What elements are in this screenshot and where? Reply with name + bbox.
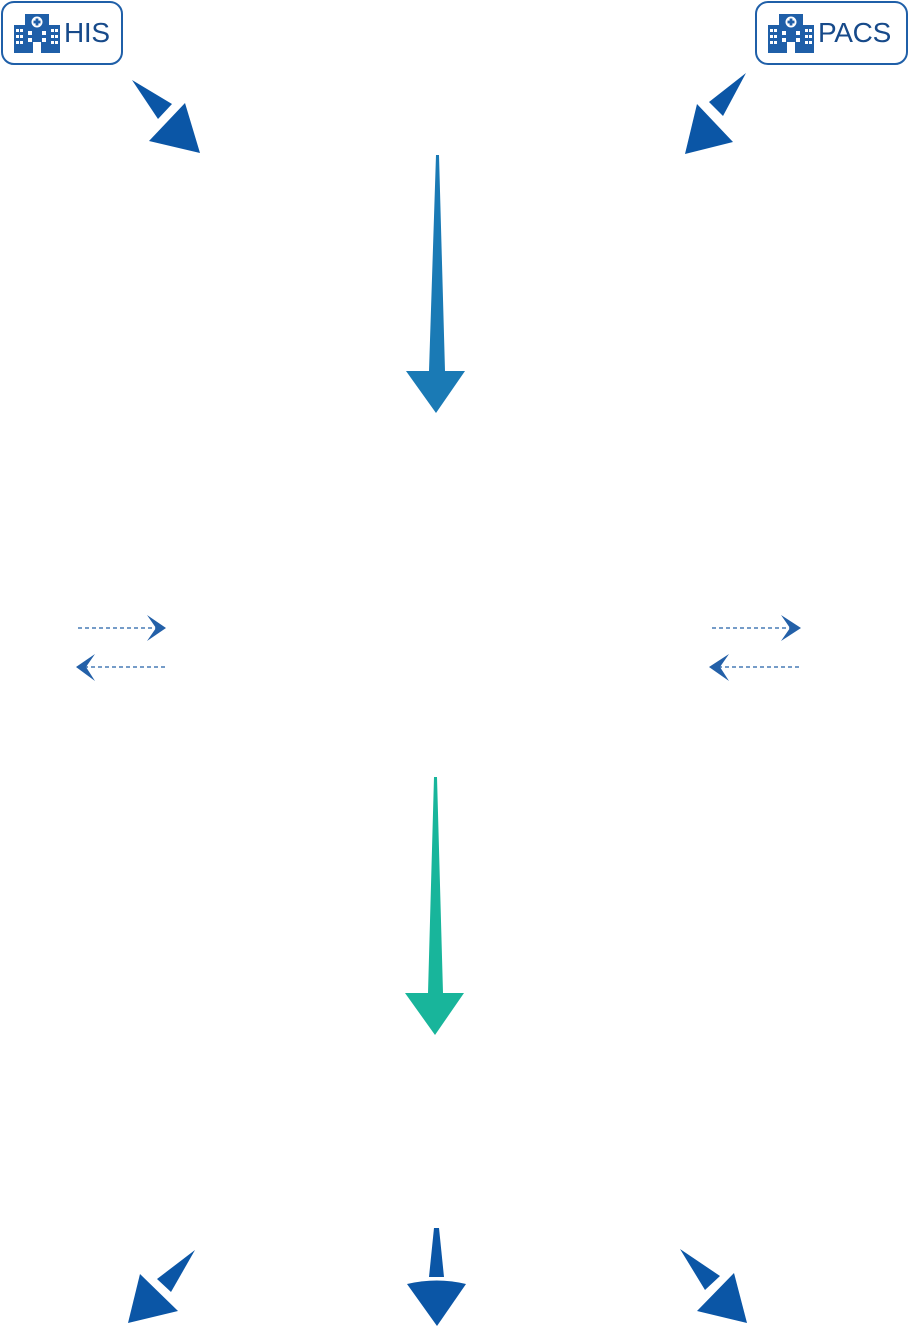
pacs-source-box[interactable]: PACS (755, 1, 908, 65)
arrow-out-center (407, 1228, 466, 1326)
his-source-box[interactable]: HIS (1, 1, 123, 65)
arrow-main-down-1 (406, 155, 465, 413)
arrow-out-left (128, 1250, 195, 1323)
arrow-right-exchange (709, 615, 801, 681)
arrow-left-exchange (76, 615, 166, 681)
arrow-main-down-2 (405, 777, 464, 1035)
hospital-building-icon (14, 14, 60, 53)
arrow-out-right (680, 1249, 747, 1323)
arrow-pacs-in (685, 73, 746, 154)
his-label: HIS (64, 17, 110, 48)
hospital-building-icon (768, 14, 814, 53)
pacs-label: PACS (818, 17, 891, 48)
arrow-his-in (132, 80, 200, 153)
